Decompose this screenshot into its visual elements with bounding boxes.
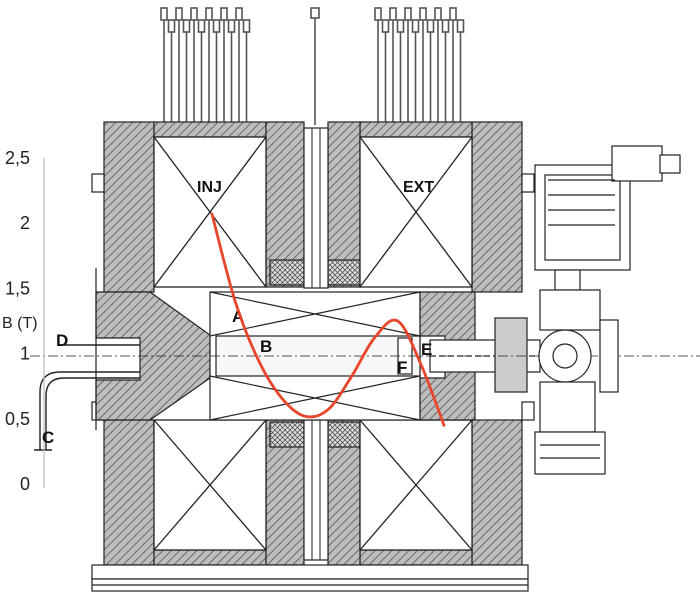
marker-b: B [260, 337, 272, 356]
axis-tick-label: 0,5 [5, 409, 30, 429]
axis-tick-label: 2 [20, 213, 30, 233]
axis-tick-label: 1,5 [5, 278, 30, 298]
marker-c: C [42, 428, 54, 447]
marker-e: E [421, 340, 432, 359]
injection-coil-upper [153, 136, 267, 288]
vacuum-assembly [534, 145, 681, 475]
coil-wire-bundle-right [374, 7, 465, 128]
axis-tick-label: 0 [20, 474, 30, 494]
coil-wire-bundle-left [160, 7, 251, 128]
lower-yoke [91, 419, 529, 592]
b-field-curve [210, 212, 446, 427]
center-feedthrough [310, 7, 320, 125]
coil-label-injection: INJ [197, 179, 222, 196]
marker-d: D [56, 331, 68, 350]
extraction-coil-upper [359, 136, 473, 288]
axis-label: B (T) [2, 315, 38, 332]
upper-yoke [103, 121, 523, 293]
extraction-coil-lower [359, 419, 473, 551]
axis-tick-label: 1 [20, 344, 30, 364]
b-field-axis: 2,5 2 1,5 1 0,5 0 B (T) [2, 148, 45, 494]
axis-tick-label: 2,5 [5, 148, 30, 168]
marker-f: F [397, 358, 407, 377]
injection-coil-lower [153, 419, 267, 551]
coil-label-extraction: EXT [403, 179, 434, 196]
